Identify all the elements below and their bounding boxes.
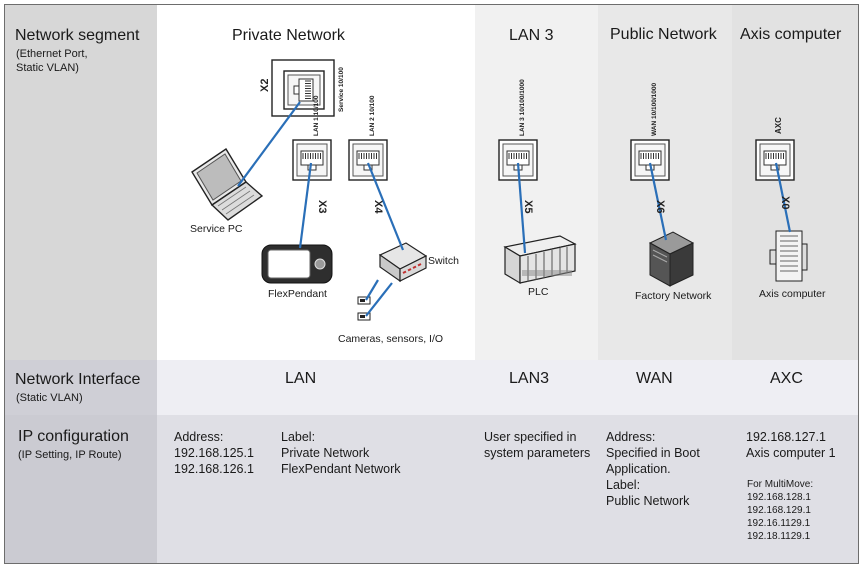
ip-private-label: Label: Private Network FlexPendant Netwo… — [281, 430, 401, 476]
port-x2 — [271, 59, 335, 117]
segment-title-public: Public Network — [610, 26, 717, 43]
ip-public-text: Address: Specified in Boot Application. … — [606, 430, 700, 508]
cable-service-pc — [237, 101, 301, 187]
cable-sensor-1 — [365, 279, 379, 301]
interface-name-axc: AXC — [770, 370, 803, 387]
public-network-panel — [598, 5, 732, 360]
segment-header-subtitle: (Ethernet Port, Static VLAN) — [16, 48, 88, 74]
ip-axis-multimove: For MultiMove: 192.168.128.1 192.168.129… — [747, 479, 814, 542]
device-label-service-pc: Service PC — [190, 223, 243, 235]
cable-sensor-2 — [365, 282, 393, 317]
port-label-x3: X3 — [316, 200, 328, 213]
port-caption-x3: LAN 1 10/100 — [313, 95, 320, 136]
server-icon — [648, 231, 695, 287]
port-caption-x4: LAN 2 10/100 — [369, 95, 376, 136]
header-ip-cell — [5, 415, 157, 563]
interface-header-title: Network Interface — [15, 371, 141, 388]
diagram-frame — [4, 4, 859, 564]
device-label-cameras: Cameras, sensors, I/O — [338, 333, 444, 345]
port-x0 — [755, 139, 795, 181]
laptop-icon — [191, 148, 264, 221]
switch-icon — [378, 242, 428, 283]
segment-title-axis: Axis computer — [740, 26, 842, 43]
port-label-x4: X4 — [372, 200, 384, 214]
interface-name-wan: WAN — [636, 370, 673, 387]
port-x3 — [292, 139, 332, 181]
cable-axis-computer — [774, 162, 792, 233]
interface-name-lan: LAN — [285, 370, 317, 387]
ip-row — [157, 415, 858, 563]
ip-axis-text: 192.168.127.1 Axis computer 1 — [746, 430, 836, 460]
ip-lan3-text: User specified in system parameters — [484, 430, 591, 460]
plc-icon — [503, 235, 577, 285]
segment-title-private: Private Network — [232, 27, 345, 44]
interface-row — [157, 360, 858, 415]
segment-title-lan3: LAN 3 — [509, 27, 554, 44]
port-label-x5: X5 — [522, 200, 534, 213]
segment-header-title: Network segment — [15, 27, 140, 44]
port-caption-x0: AXC — [774, 117, 783, 134]
cables — [237, 101, 792, 317]
ip-header-title: IP configuration — [18, 428, 129, 445]
device-label-flexpendant: FlexPendant — [268, 288, 327, 300]
port-x4 — [348, 139, 388, 181]
axis-computer-icon — [769, 230, 808, 282]
lan3-panel — [475, 5, 598, 360]
port-caption-x5: LAN 3 10/100/1000 — [519, 79, 526, 136]
port-caption-x6: WAN 10/100/1000 — [651, 82, 658, 136]
flexpendant-icon — [261, 244, 333, 284]
port-label-x0: X0 — [779, 196, 791, 209]
cable-flexpendant — [298, 162, 313, 249]
ip-private-address: Address: 192.168.125.1 192.168.126.1 — [174, 430, 254, 476]
header-interface-cell — [5, 360, 157, 415]
port-caption-x2: Service 10/100 — [338, 67, 345, 112]
port-label-x6: X6 — [654, 200, 666, 213]
interface-name-lan3: LAN3 — [509, 370, 550, 387]
cable-switch — [366, 162, 405, 251]
device-label-factory-network: Factory Network — [635, 290, 712, 302]
cable-plc — [516, 162, 527, 254]
device-label-axis-computer: Axis computer — [759, 288, 826, 300]
port-label-x2: X2 — [259, 79, 271, 92]
device-label-switch: Switch — [428, 255, 459, 267]
device-label-plc: PLC — [528, 286, 549, 298]
ip-header-subtitle: (IP Setting, IP Route) — [18, 449, 122, 461]
sensor-icon — [357, 296, 371, 321]
cable-factory-network — [648, 162, 668, 241]
port-x6 — [630, 139, 670, 181]
interface-header-subtitle: (Static VLAN) — [16, 392, 83, 404]
axis-computer-panel — [732, 5, 858, 360]
